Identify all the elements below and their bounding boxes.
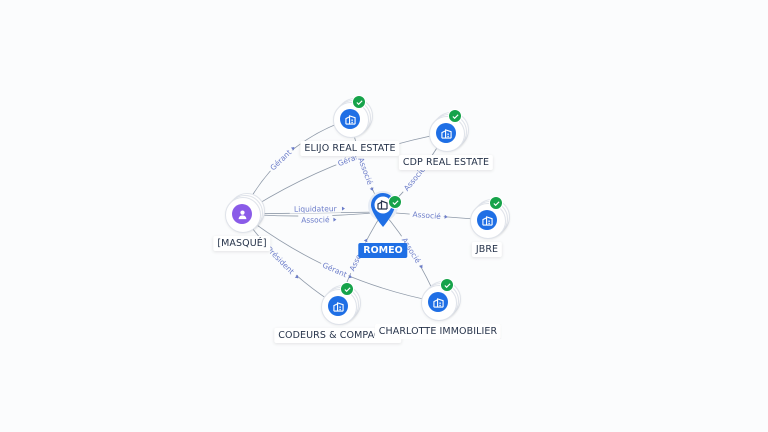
edge-arrow-icon bbox=[333, 217, 337, 222]
node-label: CHARLOTTE IMMOBILIER bbox=[374, 324, 502, 339]
verified-check-icon bbox=[440, 278, 454, 292]
node-label: [MASQUÉ] bbox=[213, 236, 271, 251]
verified-check-icon bbox=[489, 196, 503, 210]
building-icon bbox=[477, 210, 497, 230]
verified-check-icon bbox=[340, 282, 354, 296]
edge-label: Associé bbox=[355, 153, 376, 191]
node-label: CODEURS & COMPAGNIE bbox=[274, 328, 402, 343]
person-icon bbox=[232, 204, 252, 224]
building-icon bbox=[340, 109, 360, 129]
building-icon bbox=[328, 296, 348, 316]
edge-label-text: Gérant bbox=[321, 260, 348, 279]
edge-label-text: Liquidateur bbox=[294, 204, 338, 214]
edge-label-text: Associé bbox=[412, 210, 441, 221]
edge-label: Associé bbox=[409, 209, 448, 221]
node-label: CDP REAL ESTATE bbox=[398, 155, 494, 170]
edge-label: Associé bbox=[298, 214, 337, 225]
edge-arrow-icon bbox=[363, 238, 368, 243]
edge-label: Liquidateur bbox=[289, 203, 345, 214]
center-node-label: ROMEO bbox=[358, 243, 408, 258]
edge-arrow-icon bbox=[369, 187, 374, 191]
edge-arrow-icon bbox=[290, 147, 295, 151]
node-label: ELIJO REAL ESTATE bbox=[300, 141, 400, 156]
edge-label-text: Gérant bbox=[268, 148, 293, 172]
edge-arrow-icon bbox=[294, 274, 299, 279]
edge-arrow-icon bbox=[444, 214, 448, 219]
verified-check-icon bbox=[448, 109, 462, 123]
node-label: JBRE bbox=[471, 242, 503, 257]
building-icon bbox=[377, 200, 388, 210]
verified-check-icon bbox=[352, 95, 366, 109]
edge-arrow-icon bbox=[341, 206, 345, 211]
edge-arrow-icon bbox=[348, 274, 352, 279]
edge-label-text: Associé bbox=[301, 215, 330, 225]
building-icon bbox=[436, 123, 456, 143]
edge-label: Gérant bbox=[266, 146, 295, 174]
edge-label-text: Associé bbox=[356, 156, 374, 186]
building-icon bbox=[428, 292, 448, 312]
edge-arrow-icon bbox=[419, 264, 423, 269]
verified-check-icon bbox=[388, 195, 402, 209]
